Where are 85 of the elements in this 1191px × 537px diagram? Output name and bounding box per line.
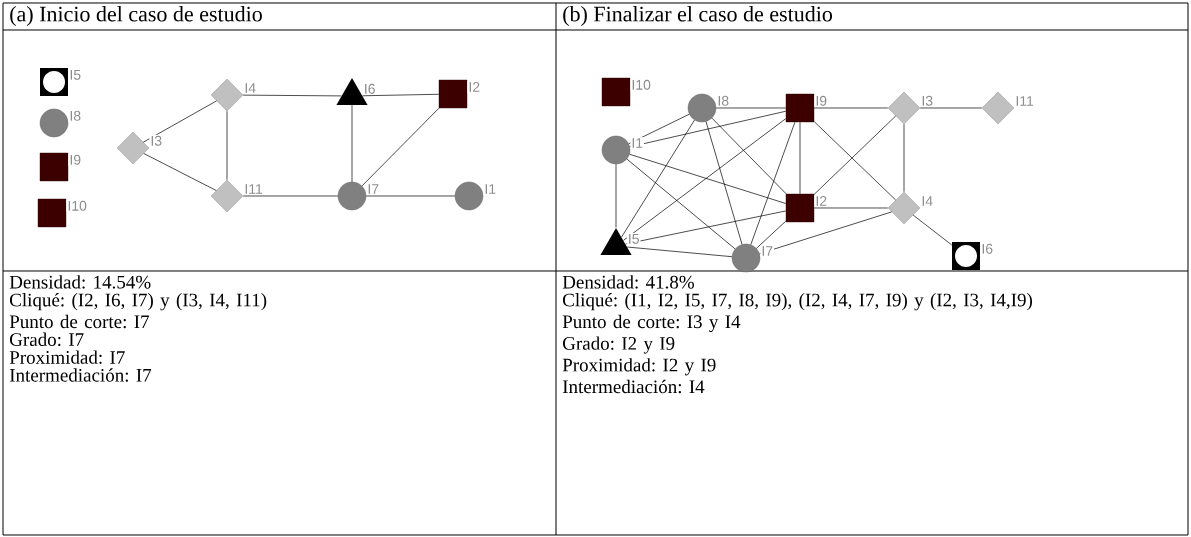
edge-line: [143, 153, 217, 191]
edge-line: [143, 100, 217, 143]
column-heading: (a) Inicio del caso de estudio: [10, 6, 262, 26]
stat-text: Grado: I2 y I9: [563, 336, 675, 354]
edge-line: [351, 104, 353, 183]
circle-node: [454, 181, 484, 211]
stat-text: Grado: I7: [10, 332, 84, 347]
node-label: I5: [68, 69, 83, 81]
node-label: I2: [814, 195, 829, 207]
ring-node: [952, 242, 980, 270]
square-node: [785, 193, 815, 223]
stat-text: Punto de corte: I7: [9, 314, 149, 329]
stat-text: Densidad: 14.54%: [9, 275, 151, 289]
ring-node: [40, 68, 68, 96]
diamond-node: [887, 191, 921, 225]
node-label: I3: [920, 94, 935, 107]
node-label: I2: [467, 81, 482, 93]
edge-line: [799, 121, 801, 195]
diamond-node: [981, 91, 1015, 125]
edge-line: [813, 107, 889, 109]
edge-line: [750, 121, 796, 245]
edge-line: [715, 107, 787, 109]
column-heading: (b) Finalizar el caso de estudio: [563, 6, 833, 26]
edge-line: [759, 211, 893, 255]
node-label: I3: [149, 134, 164, 147]
node-label: I7: [760, 245, 775, 257]
edge-line: [628, 113, 690, 145]
edge-line: [361, 107, 440, 187]
node-label: I4: [920, 195, 935, 207]
edge-line: [242, 195, 339, 197]
node-label: I4: [243, 82, 258, 94]
stat-text: Cliqué: (I1, I2, I5, I7, I8, I9), (I2, I4, I7, I9) y (I2, I3, I4,I9): [563, 293, 1032, 311]
edge-line: [242, 94, 342, 97]
stat-text: Punto de corte: I3 y I4: [562, 314, 741, 333]
edge-line: [711, 117, 787, 195]
node-label: I11: [243, 183, 264, 195]
stat-text: Intermediación: I4: [562, 379, 705, 394]
circle-node: [601, 135, 631, 165]
square-node: [39, 152, 69, 182]
node-label: I10: [630, 78, 652, 91]
edge-line: [813, 207, 889, 209]
node-label: I9: [68, 153, 83, 166]
edge-line: [912, 214, 953, 246]
square-node: [785, 93, 815, 123]
edge-line: [629, 153, 787, 204]
node-label: I6: [980, 242, 995, 255]
circle-node: [39, 108, 69, 138]
edge-line: [626, 158, 736, 250]
node-label: I9: [814, 94, 829, 107]
diamond-node: [210, 179, 244, 213]
edge-line: [625, 210, 787, 245]
node-label: I7: [366, 183, 381, 195]
node-label: I5: [626, 233, 641, 245]
circle-node: [687, 93, 717, 123]
edge-line: [626, 246, 733, 258]
edge-line: [365, 195, 456, 197]
node-label: I11: [1014, 95, 1035, 107]
stat-text: Cliqué: (I2, I6, I7) y (I3, I4, I11): [10, 293, 267, 311]
diamond-node: [210, 78, 244, 112]
circle-node: [731, 243, 761, 273]
edge-line: [621, 119, 695, 238]
circle-node: [337, 181, 367, 211]
node-label: I6: [362, 82, 377, 95]
edge-line: [705, 121, 743, 245]
node-label: I1: [630, 137, 645, 149]
diamond-node: [116, 131, 150, 165]
stat-text: Proximidad: I2 y I9: [562, 358, 716, 376]
node-label: I8: [716, 94, 731, 107]
edge-line: [919, 107, 983, 109]
square-node: [438, 79, 468, 109]
stat-text: Intermediación: I7: [9, 368, 152, 382]
diamond-node: [887, 91, 921, 125]
square-node: [37, 198, 67, 228]
edge-line: [623, 118, 787, 241]
edge-line: [756, 220, 787, 249]
node-label: I10: [66, 199, 88, 212]
edge-line: [226, 110, 228, 181]
square-node: [601, 77, 631, 107]
edge-line: [615, 163, 617, 228]
node-label: I1: [483, 183, 498, 195]
edge-line: [362, 93, 440, 97]
edge-line: [903, 123, 905, 193]
node-label: I8: [68, 109, 83, 122]
stat-text: Densidad: 41.8%: [562, 275, 694, 289]
stat-text: Proximidad: I7: [9, 350, 125, 364]
